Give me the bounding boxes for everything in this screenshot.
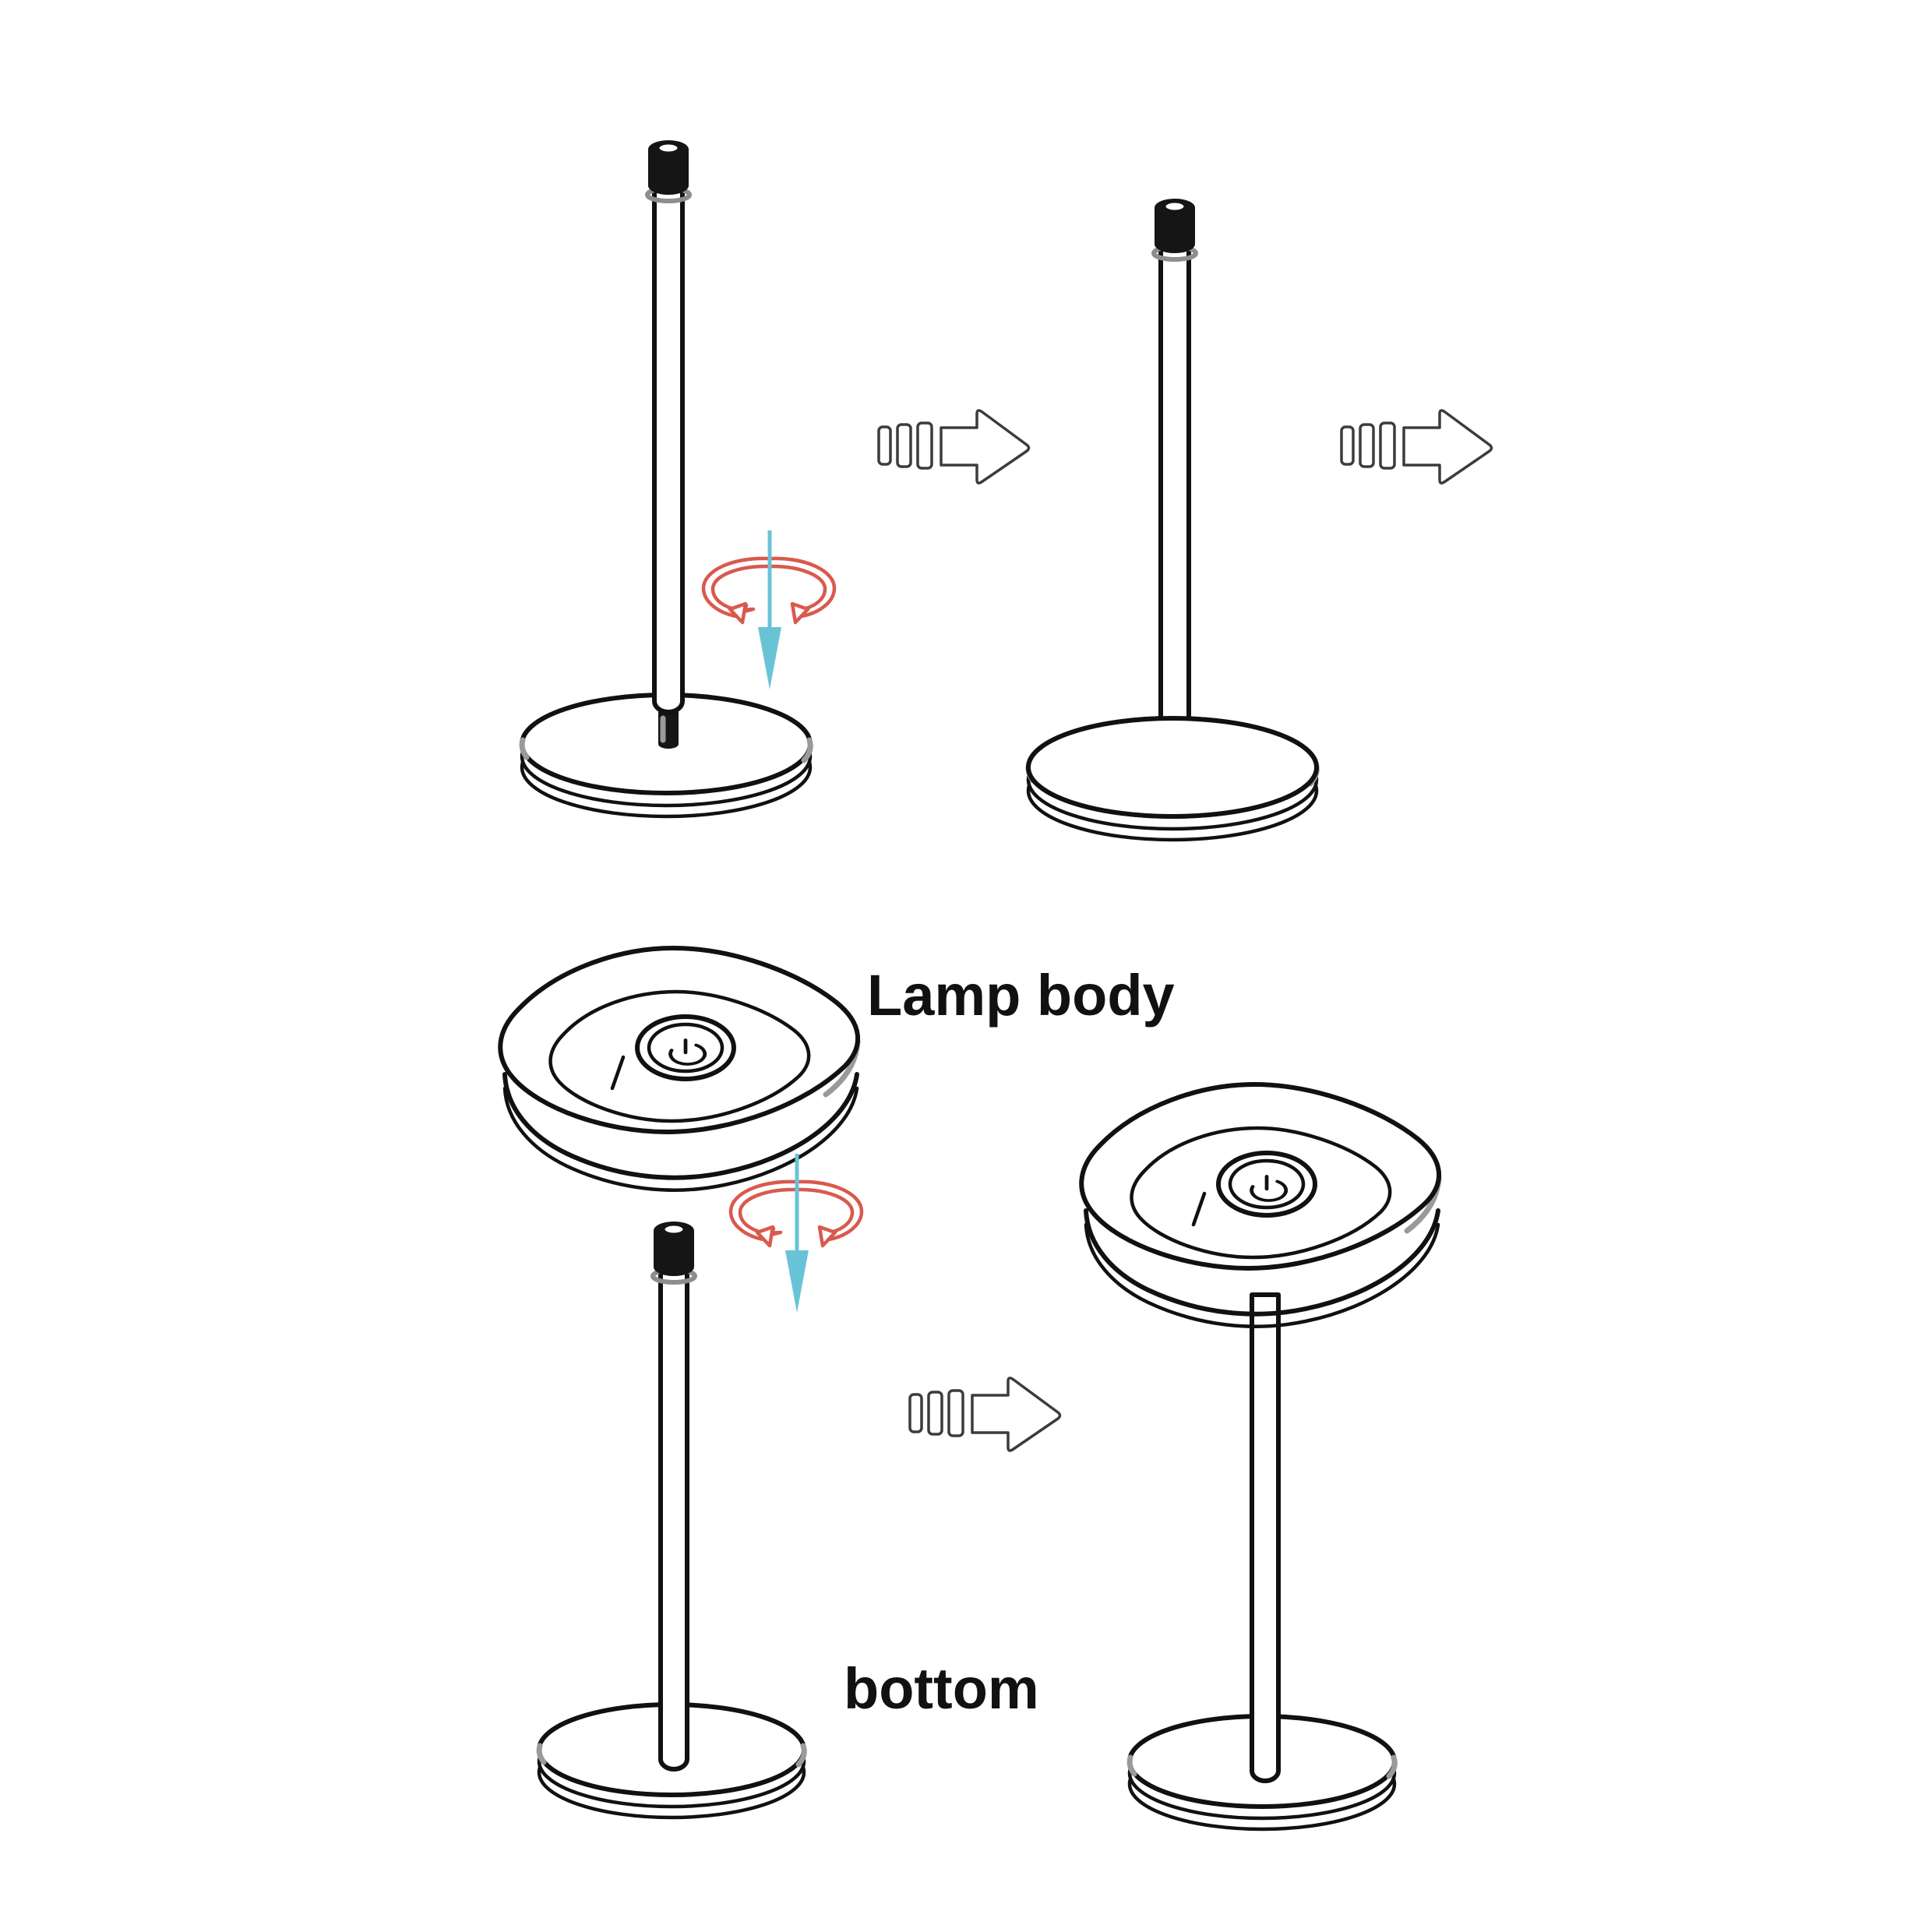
pole bbox=[653, 1222, 695, 1772]
pole bbox=[1250, 1292, 1281, 1783]
pole bbox=[647, 141, 689, 714]
lamp-body-label: Lamp body bbox=[867, 963, 1175, 1028]
bottom-label: bottom bbox=[844, 1656, 1039, 1721]
rotate-cw-icon bbox=[703, 531, 834, 689]
base-disc bbox=[536, 1702, 807, 1820]
step-4-completed-lamp bbox=[1079, 1082, 1442, 1832]
base-peg bbox=[658, 708, 679, 749]
pole bbox=[1026, 199, 1319, 819]
lamp-body bbox=[498, 946, 861, 1192]
transition-arrow-1 bbox=[877, 409, 1031, 485]
transition-arrow-3 bbox=[908, 1377, 1062, 1452]
step-1-align-pole-over-base bbox=[519, 141, 834, 819]
transition-arrow-2 bbox=[1340, 409, 1493, 485]
lamp-body bbox=[1079, 1082, 1442, 1328]
step-2-pole-seated-in-base bbox=[1025, 199, 1320, 842]
step-3-align-lamp-body-over-pole bbox=[498, 946, 862, 1820]
